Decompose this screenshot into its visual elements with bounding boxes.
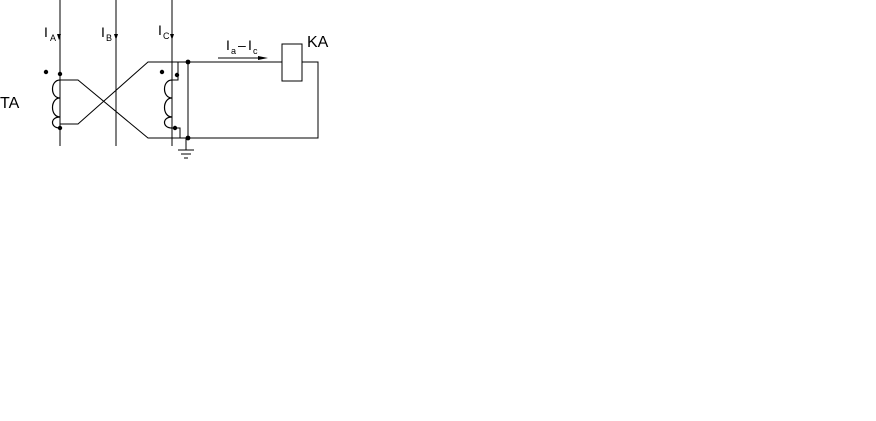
svg-text:A: A: [50, 33, 56, 43]
cross-wire-upper: [60, 61, 188, 125]
relay-label: KA: [307, 34, 329, 51]
svg-text:B: B: [106, 33, 112, 43]
relay-ka-coil: [281, 43, 303, 82]
phase-b-current-label: I B: [101, 24, 112, 43]
phase-c-arrow-icon: [170, 34, 174, 40]
svg-text:I: I: [101, 24, 105, 40]
ct-c-bottom-lead: [172, 127, 181, 138]
svg-text:I: I: [248, 37, 252, 53]
ct-a-terminal-dot: [57, 125, 63, 131]
ct-c-top-lead: [172, 62, 179, 81]
phase-c-current-label: I C: [158, 22, 170, 41]
current-transformer-a-coil: [51, 79, 61, 129]
svg-text:I: I: [226, 37, 230, 53]
svg-text:–: –: [238, 37, 246, 53]
polarity-dot-a: [43, 69, 49, 75]
svg-text:a: a: [231, 46, 236, 56]
relay-current-arrow-icon: [258, 56, 268, 60]
svg-text:C: C: [163, 31, 170, 41]
ground-icon: [178, 138, 194, 159]
phase-b-arrow-icon: [114, 34, 118, 40]
phase-a-arrow-icon: [57, 34, 61, 40]
phase-a-current-label: I A: [44, 24, 56, 43]
polarity-dot-c: [159, 69, 165, 75]
relay-current-label: I a – I c: [226, 37, 258, 56]
transformer-label: TA: [0, 95, 20, 112]
cross-wire-lower: [60, 79, 188, 139]
svg-text:I: I: [44, 24, 48, 40]
current-transformer-c-coil: [163, 79, 173, 129]
svg-text:c: c: [253, 46, 258, 56]
relay-return-wire: [188, 61, 319, 139]
ct-a-terminal-dot: [57, 71, 63, 77]
svg-text:I: I: [158, 22, 162, 38]
ct-c-terminal-dot: [174, 72, 180, 78]
